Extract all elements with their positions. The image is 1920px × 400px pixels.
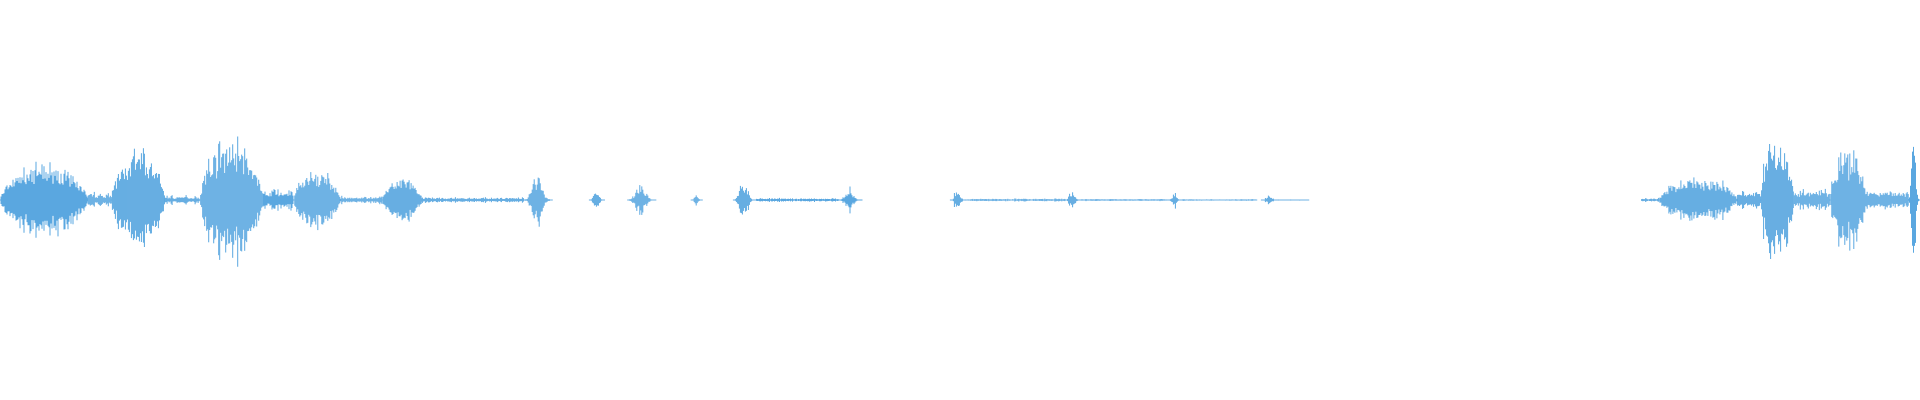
waveform-amplitude-bars <box>0 136 1920 267</box>
